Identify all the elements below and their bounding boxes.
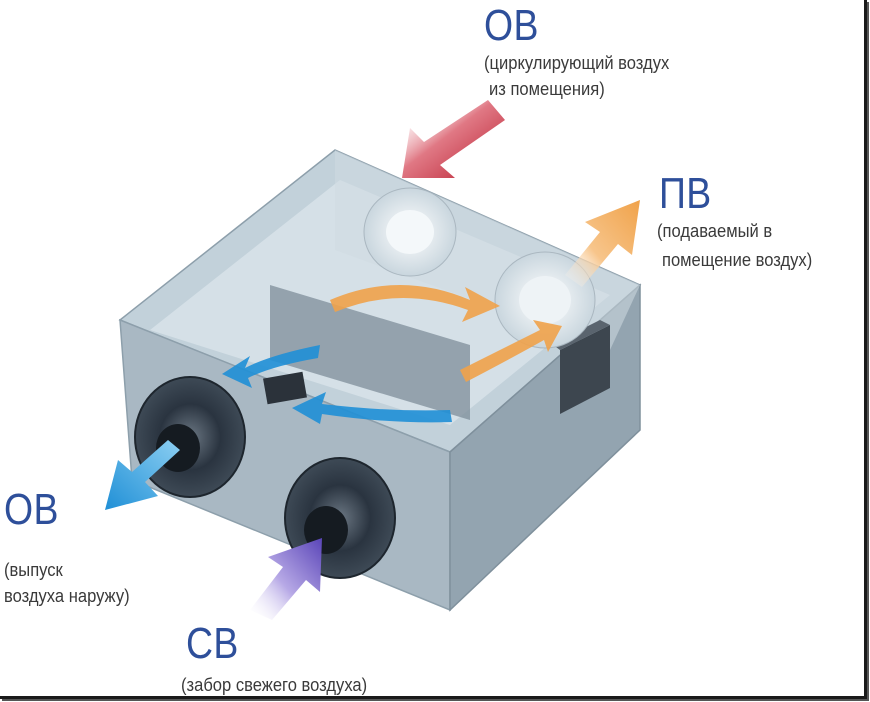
supply-air-desc-line1: (подаваемый в	[657, 221, 773, 241]
supply-air-arrow	[565, 200, 640, 287]
fresh-air-intake-arrow	[250, 538, 322, 620]
supply-air-desc-line2: помещение воздух)	[662, 250, 813, 270]
fresh-air-code: СВ	[186, 619, 239, 668]
exhaust-out-desc-line2: воздуха наружу)	[4, 586, 130, 606]
fresh-air-desc: (забор свежего воздуха)	[181, 675, 368, 695]
return-air-code: ОВ	[484, 1, 539, 50]
return-air-desc-line1: (циркулирующий воздух	[484, 53, 670, 73]
internal-exhaust-flow-arrows	[222, 345, 452, 424]
return-air-desc-line2: из помещения)	[489, 79, 605, 99]
internal-supply-flow-arrows	[330, 285, 562, 382]
exhaust-out-code: ОВ	[4, 485, 59, 534]
return-air-arrow	[402, 100, 505, 178]
exhaust-out-desc-line1: (выпуск	[4, 560, 63, 580]
exhaust-outlet-arrow	[105, 440, 180, 510]
exhaust-duct-funnel	[134, 376, 246, 498]
supply-air-code: ПВ	[659, 169, 712, 218]
